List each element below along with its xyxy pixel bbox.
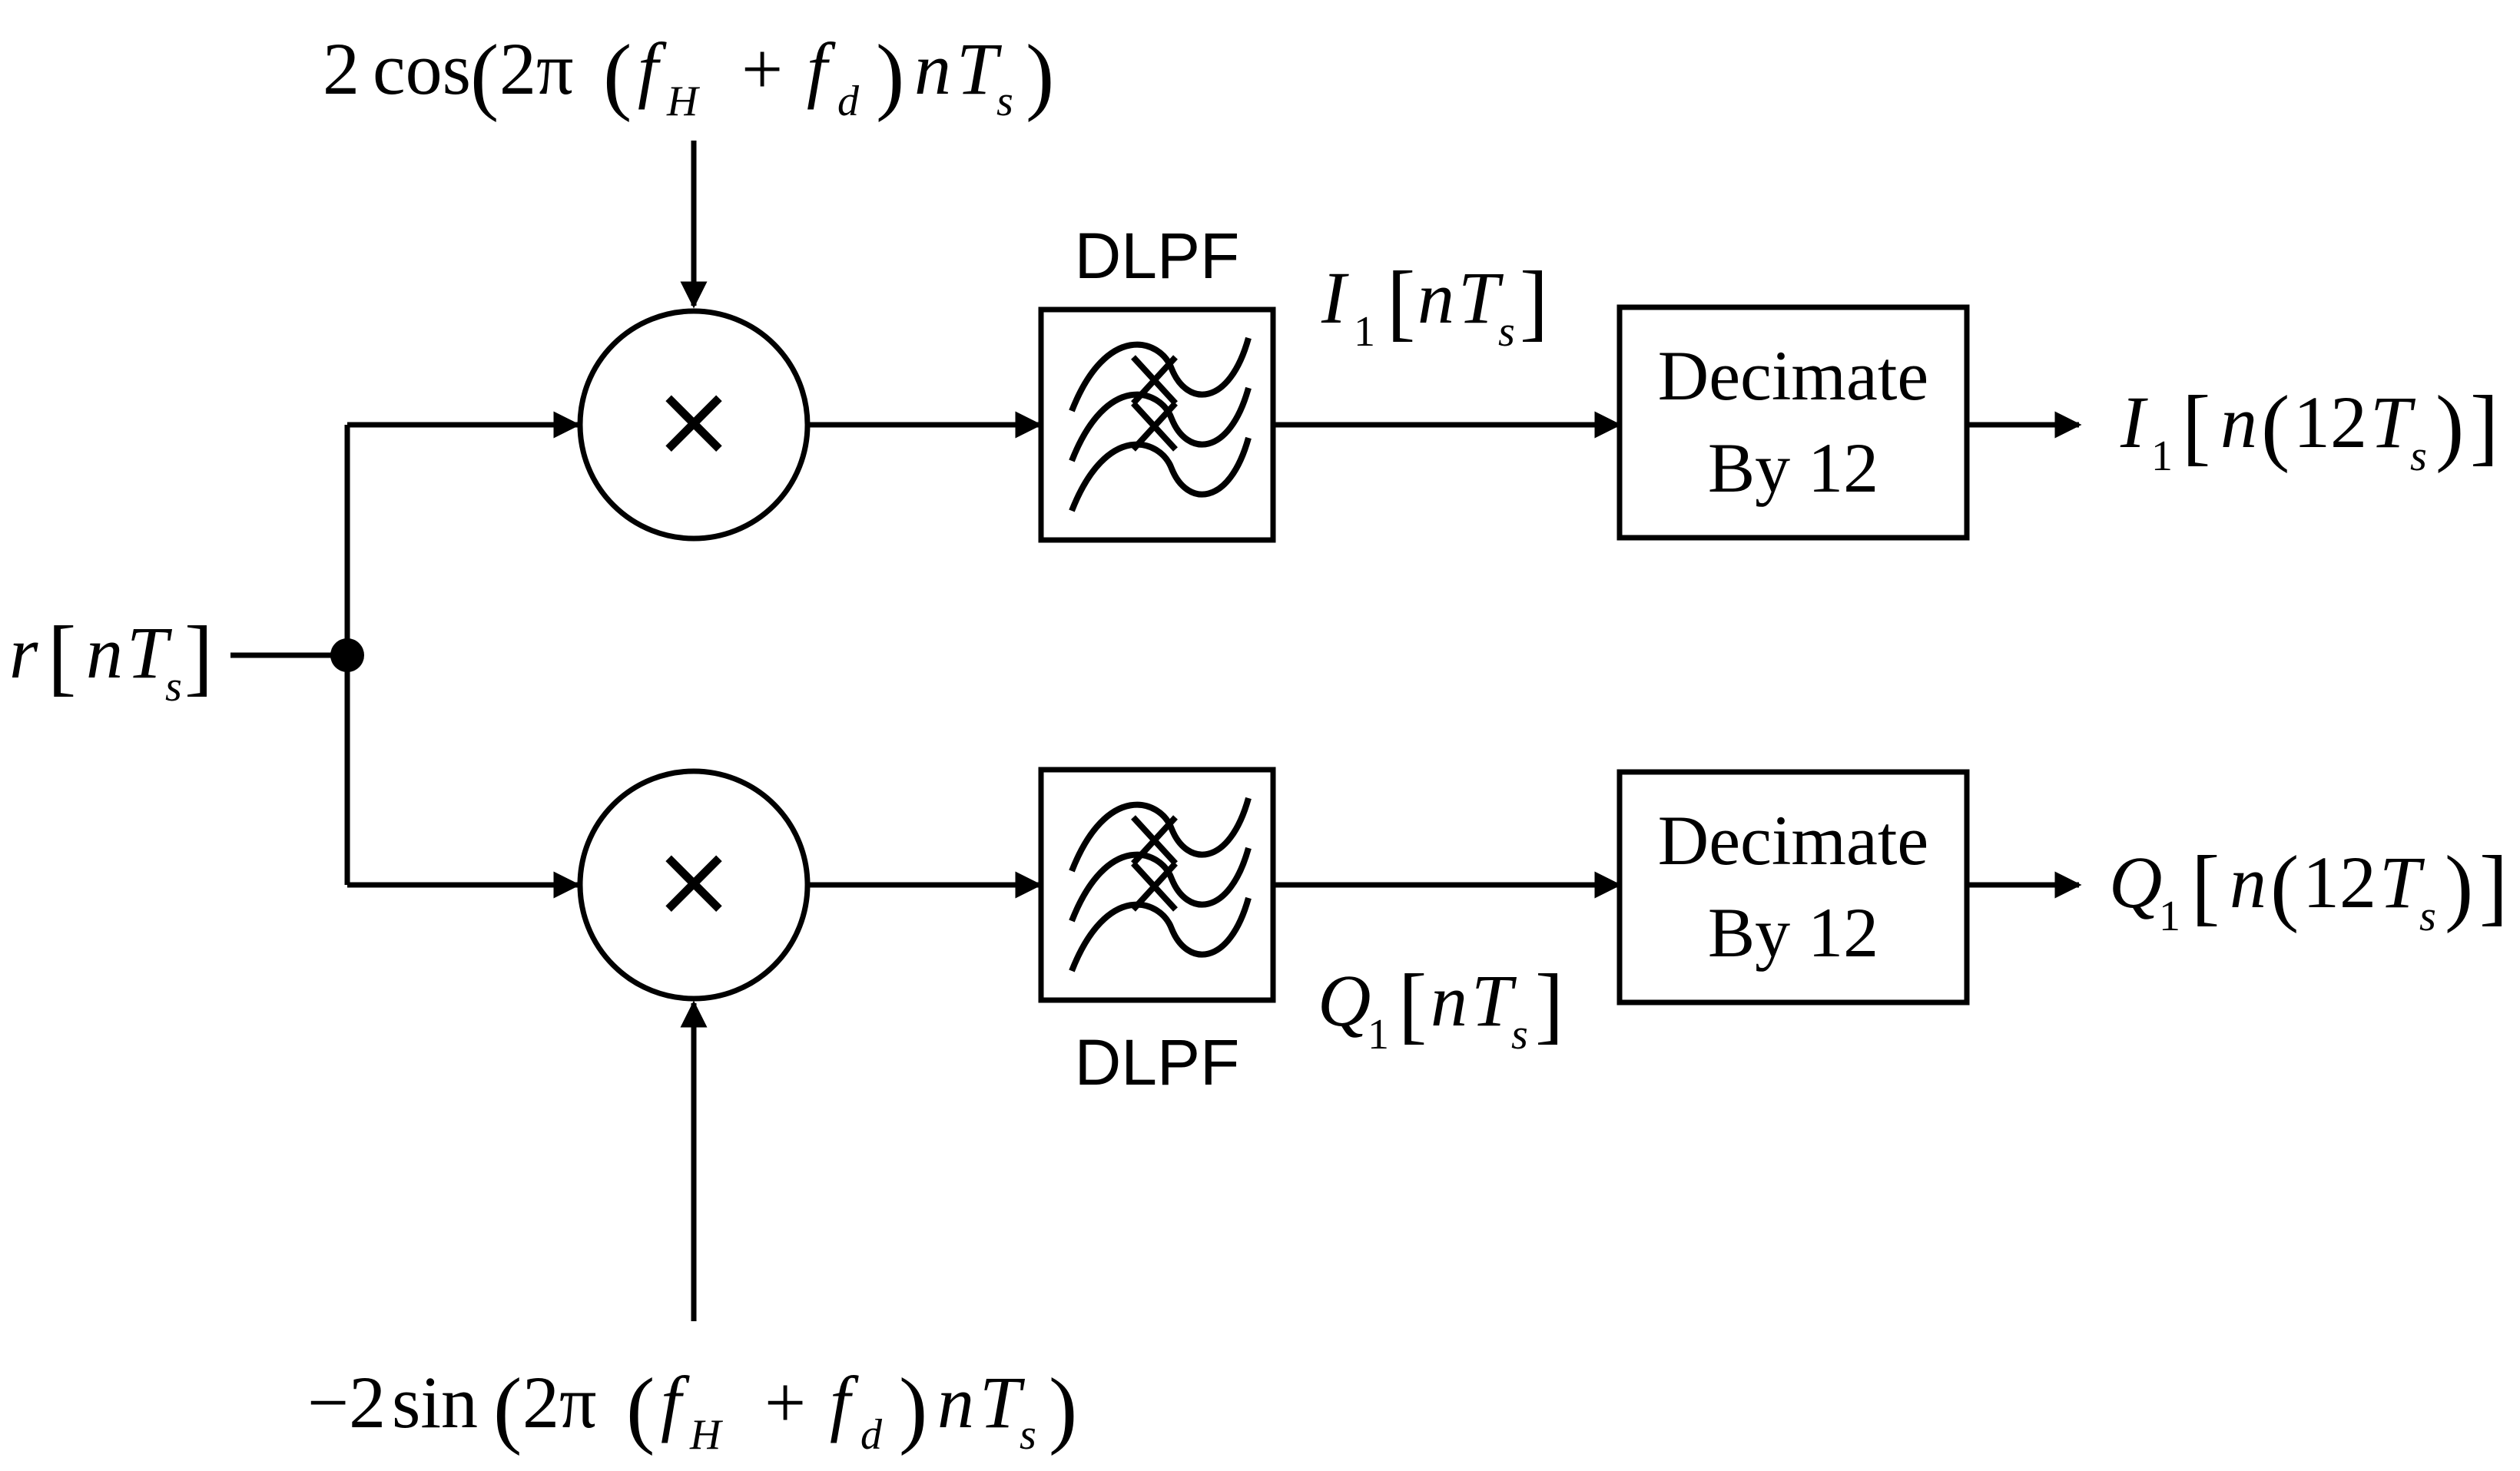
bottom-filter-waves-icon <box>1069 797 1252 972</box>
bottom-decimator-line2: By 12 <box>1708 893 1878 972</box>
svg-text:cos: cos <box>373 28 471 110</box>
svg-text:T: T <box>957 28 1003 110</box>
svg-text:T: T <box>127 611 173 694</box>
svg-text:2: 2 <box>323 28 360 110</box>
svg-text:(: ( <box>493 1361 522 1456</box>
svg-text:T: T <box>980 1361 1026 1443</box>
svg-text:(: ( <box>603 28 632 123</box>
svg-text:T: T <box>1471 959 1517 1042</box>
top-decimator-line1: Decimate <box>1658 336 1928 415</box>
svg-text:n: n <box>1418 257 1454 339</box>
svg-text:2π: 2π <box>499 28 573 110</box>
bottom-mixer-symbol: × <box>652 822 736 939</box>
top-mixer-symbol: × <box>652 362 736 479</box>
svg-text:r: r <box>9 611 38 694</box>
svg-text:1: 1 <box>2151 432 2173 480</box>
svg-text:): ) <box>899 1361 927 1456</box>
svg-text:1: 1 <box>2159 893 2180 940</box>
svg-text:d: d <box>860 1411 883 1459</box>
svg-text:12: 12 <box>2293 381 2367 463</box>
svg-text:I: I <box>2120 381 2148 463</box>
svg-text:): ) <box>1026 28 1054 123</box>
svg-text:f: f <box>638 28 667 110</box>
i-output-label: I 1 [ n ( 12 T s ) ] <box>2120 379 2498 480</box>
svg-text:(: ( <box>2261 379 2290 474</box>
svg-text:s: s <box>1020 1411 1036 1459</box>
svg-text:2π: 2π <box>522 1361 596 1443</box>
input-signal-label: r [ n T s ] <box>9 609 213 711</box>
svg-text:[: [ <box>1398 957 1427 1052</box>
svg-text:I: I <box>1321 257 1349 339</box>
q-output-label: Q 1 [ n ( 12 T s ) ] <box>2109 839 2508 940</box>
svg-text:]: ] <box>1520 254 1548 350</box>
svg-text:12: 12 <box>2303 841 2376 923</box>
svg-text:]: ] <box>184 609 213 704</box>
svg-text:(: ( <box>2270 839 2299 934</box>
svg-text:n: n <box>86 611 123 694</box>
svg-text:T: T <box>1458 257 1504 339</box>
svg-text:[: [ <box>2191 839 2220 934</box>
i-filtered-label: I 1 [ n T s ] <box>1321 254 1548 356</box>
svg-text:): ) <box>1049 1361 1077 1456</box>
svg-text:+: + <box>741 28 783 110</box>
q-filtered-label: Q 1 [ n T s ] <box>1318 957 1563 1059</box>
top-carrier-label: 2 cos ( 2π ( f H + f d ) n T s ) <box>323 28 1054 125</box>
junction-dot <box>330 638 364 672</box>
svg-text:s: s <box>996 78 1013 125</box>
svg-text:]: ] <box>2470 379 2498 474</box>
bottom-dlpf-label: DLPF <box>1075 1026 1240 1098</box>
svg-text:Q: Q <box>2109 841 2162 923</box>
svg-text:s: s <box>165 663 182 711</box>
svg-text:H: H <box>689 1411 723 1459</box>
top-decimator-line2: By 12 <box>1708 429 1878 507</box>
svg-text:f: f <box>807 28 836 110</box>
svg-text:n: n <box>2220 381 2257 463</box>
svg-text:s: s <box>2410 432 2427 480</box>
svg-text:T: T <box>2379 841 2426 923</box>
bottom-decimator-line1: Decimate <box>1658 801 1928 880</box>
svg-text:n: n <box>1431 959 1467 1042</box>
svg-text:s: s <box>1498 308 1515 356</box>
svg-text:1: 1 <box>1368 1011 1389 1059</box>
svg-text:−2: −2 <box>307 1361 386 1443</box>
svg-text:[: [ <box>48 609 76 704</box>
svg-text:f: f <box>661 1361 690 1443</box>
svg-text:f: f <box>830 1361 859 1443</box>
svg-text:+: + <box>764 1361 806 1443</box>
svg-text:n: n <box>914 28 951 110</box>
svg-text:]: ] <box>2479 839 2508 934</box>
svg-text:): ) <box>2435 379 2464 474</box>
top-filter-waves-icon <box>1069 336 1252 512</box>
bottom-carrier-label: −2 sin ( 2π ( f H + f d ) n T s ) <box>307 1361 1077 1459</box>
svg-text:[: [ <box>2182 379 2210 474</box>
svg-text:s: s <box>1511 1011 1528 1059</box>
svg-text:(: ( <box>626 1361 655 1456</box>
svg-text:[: [ <box>1387 254 1415 350</box>
svg-text:Q: Q <box>1318 959 1371 1042</box>
svg-text:n: n <box>937 1361 974 1443</box>
svg-text:n: n <box>2230 841 2266 923</box>
svg-text:(: ( <box>470 28 499 123</box>
svg-text:H: H <box>666 78 700 125</box>
svg-text:1: 1 <box>1354 308 1375 356</box>
svg-text:s: s <box>2419 893 2436 940</box>
svg-text:sin: sin <box>392 1361 478 1443</box>
svg-text:): ) <box>876 28 904 123</box>
svg-text:): ) <box>2445 839 2473 934</box>
svg-text:T: T <box>2370 381 2416 463</box>
top-dlpf-label: DLPF <box>1075 220 1240 292</box>
svg-text:d: d <box>837 78 860 125</box>
svg-text:]: ] <box>1535 957 1563 1052</box>
